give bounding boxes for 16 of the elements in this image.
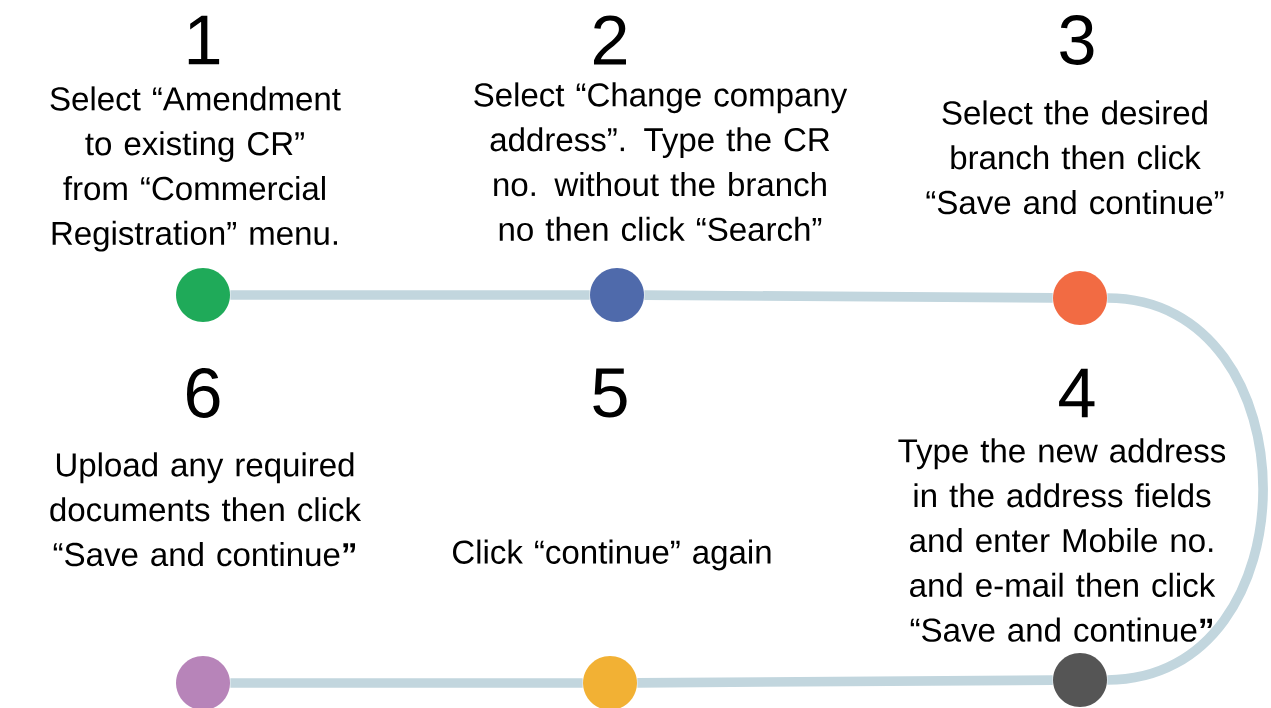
step-number: 1 — [188, 15, 220, 65]
connector-line — [230, 290, 590, 300]
step-number: 2 — [594, 15, 626, 65]
step-description: Type the new address in the address fields and enter Mobile no. and e-mail then click “Save and continue” — [898, 438, 1226, 642]
connector-line — [637, 675, 1053, 688]
step-number: 4 — [1059, 368, 1095, 418]
step-description: Upload any required documents then click “Save and continue” — [50, 452, 362, 567]
connector-line — [230, 678, 583, 688]
step-description: Select “Amendment to existing CR” from “Commercial Registration” menu. — [50, 86, 341, 252]
step-number: 3 — [1060, 15, 1094, 65]
step-description: Select “Change company address”. Type the CR no. without the branch no then click “Search” — [474, 82, 848, 242]
connector-line — [1106, 293, 1268, 685]
connector-line — [644, 290, 1053, 303]
step-description: Select the desired branch then click “Save and continue” — [926, 100, 1224, 215]
step-number: 6 — [187, 368, 220, 418]
step-description: Click “continue” again — [453, 539, 771, 571]
